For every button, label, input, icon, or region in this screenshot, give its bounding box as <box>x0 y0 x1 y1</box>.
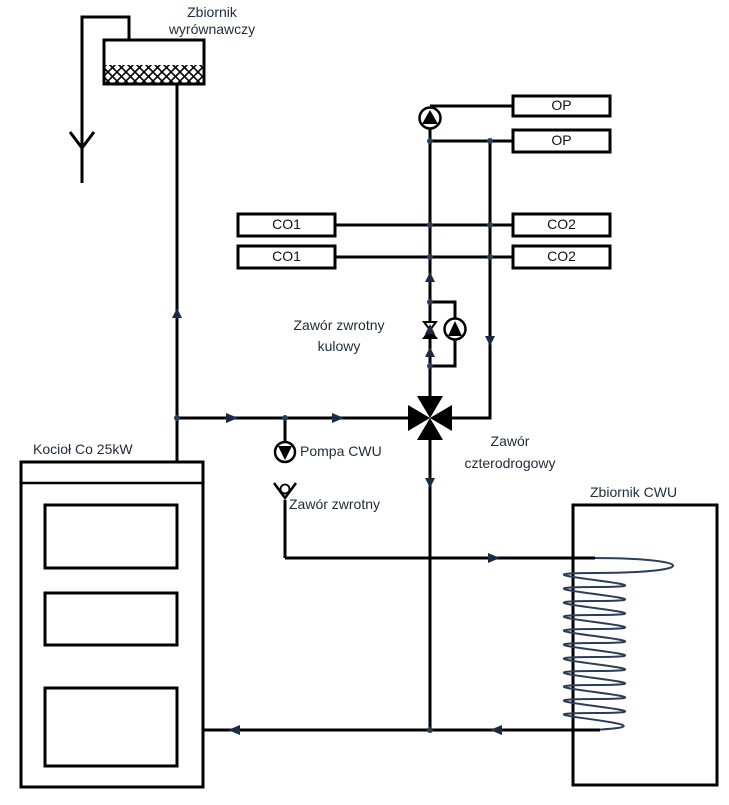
junction-dots <box>174 138 493 733</box>
boiler <box>19 460 205 789</box>
op-pump-icon <box>418 106 442 130</box>
ball-check-valve-label-line2: kulowy <box>317 338 361 354</box>
arrow-right-icon <box>226 413 238 423</box>
expansion-tank-label-line1: Zbiornik <box>187 4 237 20</box>
co1-top-label: CO1 <box>272 216 301 232</box>
dhw-check-valve-icon <box>272 482 298 501</box>
flow-arrows <box>172 272 502 735</box>
dhw-pump-label: Pompa CWU <box>300 443 382 459</box>
op-bottom-box <box>511 128 612 154</box>
op-top-box <box>511 94 612 118</box>
boiler-door-middle <box>43 591 179 647</box>
dhw-tank-label: Zbiornik CWU <box>590 484 678 500</box>
check-valve-label: Zawór zwrotny <box>289 496 381 512</box>
ball-check-valve-label-line1: Zawór zwrotny <box>293 317 385 333</box>
co2-bottom-label: CO2 <box>547 248 576 264</box>
co1-bottom-label: CO1 <box>272 248 301 264</box>
expansion-tank-label-line2: wyrównawczy <box>168 21 256 37</box>
boiler-label: Kocioł Co 25kW <box>33 441 133 457</box>
arrow-down-icon <box>425 478 435 488</box>
op-bottom-label: OP <box>551 132 572 148</box>
arrow-left-icon <box>490 725 502 735</box>
op-top-label: OP <box>551 97 572 113</box>
arrow-up-icon <box>425 347 435 357</box>
circuit-boxes <box>236 94 612 270</box>
arrow-up-icon <box>425 324 435 334</box>
arrow-right-icon <box>332 413 344 423</box>
boiler-door-lower <box>43 686 179 768</box>
four-way-valve-label-line2: czterodrogowy <box>464 455 556 471</box>
boiler-door-upper <box>43 503 179 570</box>
co2-top-label: CO2 <box>547 216 576 232</box>
vent-funnel-icon <box>68 131 96 151</box>
dhw-pump-icon <box>273 440 297 464</box>
co1-bottom-box <box>236 244 337 270</box>
arrow-left-icon <box>228 725 240 735</box>
dhw-coil <box>563 557 675 731</box>
four-way-valve-label-line1: Zawór <box>490 433 530 449</box>
arrow-up-icon <box>425 272 435 282</box>
arrow-right-icon <box>488 553 500 563</box>
bypass-pump-icon <box>443 317 467 341</box>
arrow-down-icon <box>485 336 495 346</box>
dhw-tank <box>563 503 719 787</box>
co2-bottom-box <box>511 244 612 270</box>
four-way-valve-icon <box>408 396 452 440</box>
co2-top-box <box>511 212 612 238</box>
pipework <box>175 84 600 732</box>
expansion-tank <box>68 15 206 183</box>
co1-top-box <box>236 212 337 238</box>
arrow-up-icon <box>172 308 182 318</box>
